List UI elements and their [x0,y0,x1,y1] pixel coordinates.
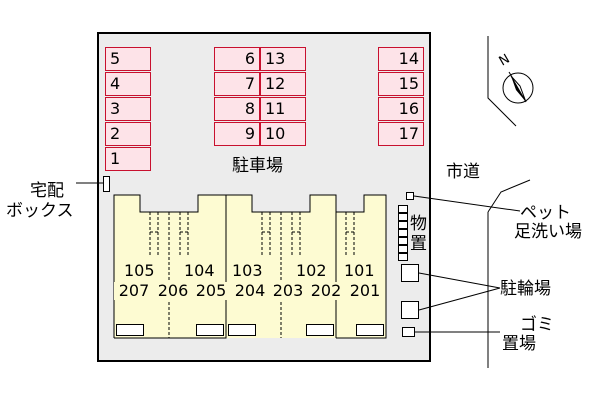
parking-space: 11 [260,97,306,121]
parking-space: 9 [214,122,260,146]
unit-number: 205 [192,282,230,300]
entrance-box [306,324,334,336]
parking-space: 12 [260,72,306,96]
unit-number: 105 [124,261,155,280]
unit-number: 204 [231,282,269,300]
unit-number: 207 [114,282,154,300]
entrance-box [356,324,384,336]
unit-number: 104 [184,261,215,280]
garbage-label-2: 置場 [502,334,536,354]
parking-space: 1 [105,147,151,171]
parking-space: 2 [105,122,151,146]
entrance-box [228,324,256,336]
parking-space: 3 [105,97,151,121]
storage-label-1: 物 [410,214,427,234]
entry-notch [252,195,310,212]
unit-number: 206 [154,282,192,300]
parking-space: 8 [214,97,260,121]
road-label: 市道 [446,162,480,182]
pet-wash-marker [406,192,414,200]
storage-label-2: 置 [410,234,427,254]
unit-number: 203 [269,282,307,300]
delivery-box-marker [103,176,110,192]
parking-space: 13 [260,47,306,71]
entry-notch [140,195,198,212]
entrance-box [196,324,224,336]
bike-parking-box [401,301,419,319]
delivery-box-label-2: ボックス [6,201,74,221]
pet-wash-label-2: 足洗い場 [514,222,582,242]
parking-space: 15 [378,72,424,96]
parking-space: 16 [378,97,424,121]
garbage-label-1: ゴミ [520,315,554,335]
parking-space: 6 [214,47,260,71]
parking-space: 17 [378,122,424,146]
parking-space: 4 [105,72,151,96]
entrance-box [116,324,144,336]
unit-number: 102 [296,261,327,280]
parking-space: 7 [214,72,260,96]
parking-space: 14 [378,47,424,71]
unit-number: 201 [345,282,385,300]
entry-notch [336,195,364,212]
pet-wash-label-1: ペット [520,203,571,223]
garbage-box [402,327,415,337]
bike-parking-label: 駐輪場 [500,279,551,299]
parking-label: 駐車場 [232,156,283,176]
bike-parking-box [401,264,419,282]
unit-number: 103 [232,261,263,280]
unit-number: 101 [344,261,375,280]
delivery-box-label-1: 宅配 [30,181,64,201]
unit-number: 202 [307,282,345,300]
storage-stack [398,205,408,261]
parking-space: 10 [260,122,306,146]
parking-space: 5 [105,47,151,71]
